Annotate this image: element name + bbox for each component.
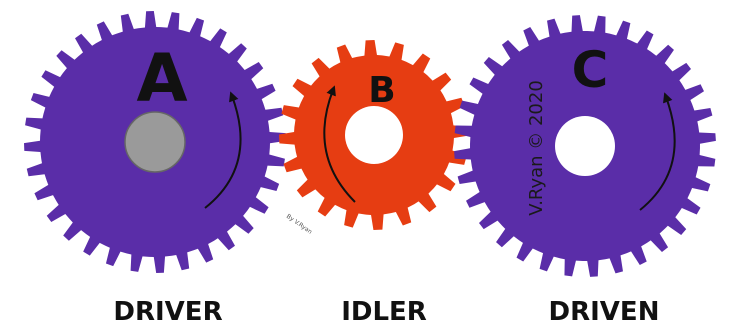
gear-c: C V.Ryan © 2020 bbox=[454, 15, 716, 277]
gear-a: A bbox=[24, 11, 286, 273]
label-driven: DRIVEN bbox=[549, 297, 660, 327]
copyright-credit: V.Ryan © 2020 bbox=[526, 80, 547, 216]
gear-a-hub bbox=[124, 111, 186, 173]
label-idler: IDLER bbox=[341, 297, 427, 327]
gear-a-rotation-arrow bbox=[204, 91, 242, 209]
gear-b-letter: B bbox=[368, 70, 395, 111]
gear-b-hole bbox=[345, 106, 403, 164]
gear-c-rotation-arrow bbox=[639, 92, 676, 211]
gear-c-letter: C bbox=[572, 41, 609, 99]
gear-a-letter: A bbox=[136, 40, 187, 117]
gear-b: B By V.Ryan bbox=[279, 40, 469, 236]
label-driver: DRIVER bbox=[113, 297, 222, 327]
small-credit: By V.Ryan bbox=[285, 213, 313, 236]
gear-c-hole bbox=[555, 116, 615, 176]
gear-b-rotation-arrow bbox=[323, 85, 356, 203]
